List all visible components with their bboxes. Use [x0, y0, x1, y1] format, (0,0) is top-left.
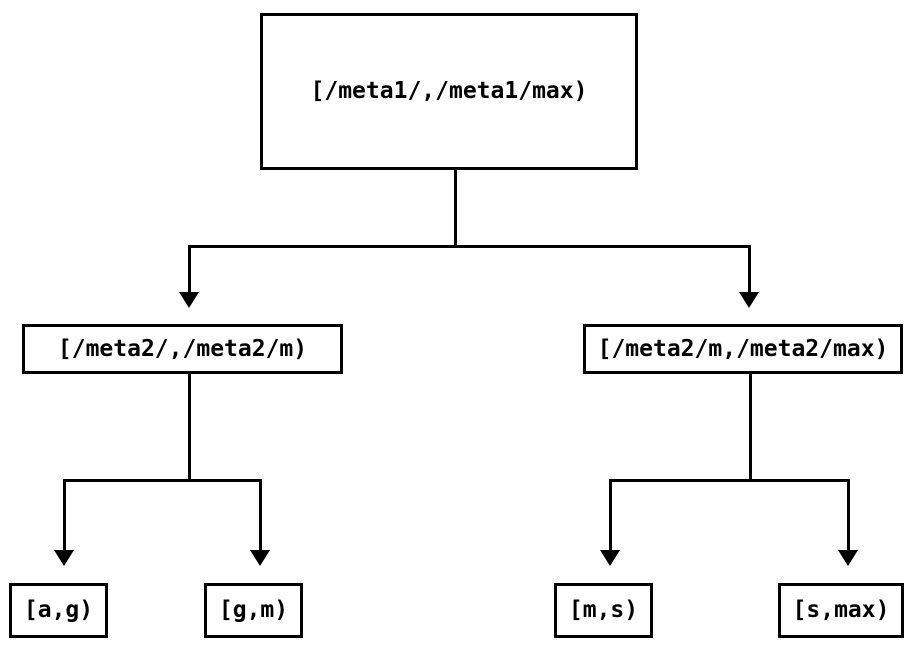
- arrowhead-down-icon: [179, 292, 199, 308]
- arrowhead-down-icon: [600, 550, 620, 566]
- edge-segment: [608, 478, 850, 482]
- tree-node-leaf-a-g: [a,g): [9, 583, 108, 638]
- edge-segment: [608, 478, 612, 551]
- edge-segment: [258, 478, 262, 551]
- edge-segment: [187, 244, 191, 292]
- edge-segment: [187, 244, 751, 248]
- edge-segment: [62, 478, 262, 482]
- arrowhead-down-icon: [54, 550, 74, 566]
- tree-node-leaf-m-s: [m,s): [554, 583, 653, 638]
- tree-node-leaf-g-m: [g,m): [204, 583, 303, 638]
- arrowhead-down-icon: [739, 292, 759, 308]
- edge-segment: [62, 478, 66, 551]
- arrowhead-down-icon: [838, 550, 858, 566]
- tree-node-child-left: [/meta2/,/meta2/m): [22, 324, 343, 374]
- tree-node-root: [/meta1/,/meta1/max): [260, 13, 638, 170]
- arrowhead-down-icon: [250, 550, 270, 566]
- edge-segment: [846, 478, 850, 551]
- edge-segment: [748, 372, 752, 482]
- tree-node-leaf-s-max: [s,max): [778, 583, 904, 638]
- edge-segment: [187, 372, 191, 482]
- edge-segment: [747, 244, 751, 292]
- tree-node-child-right: [/meta2/m,/meta2/max): [583, 324, 903, 374]
- edge-segment: [453, 168, 457, 248]
